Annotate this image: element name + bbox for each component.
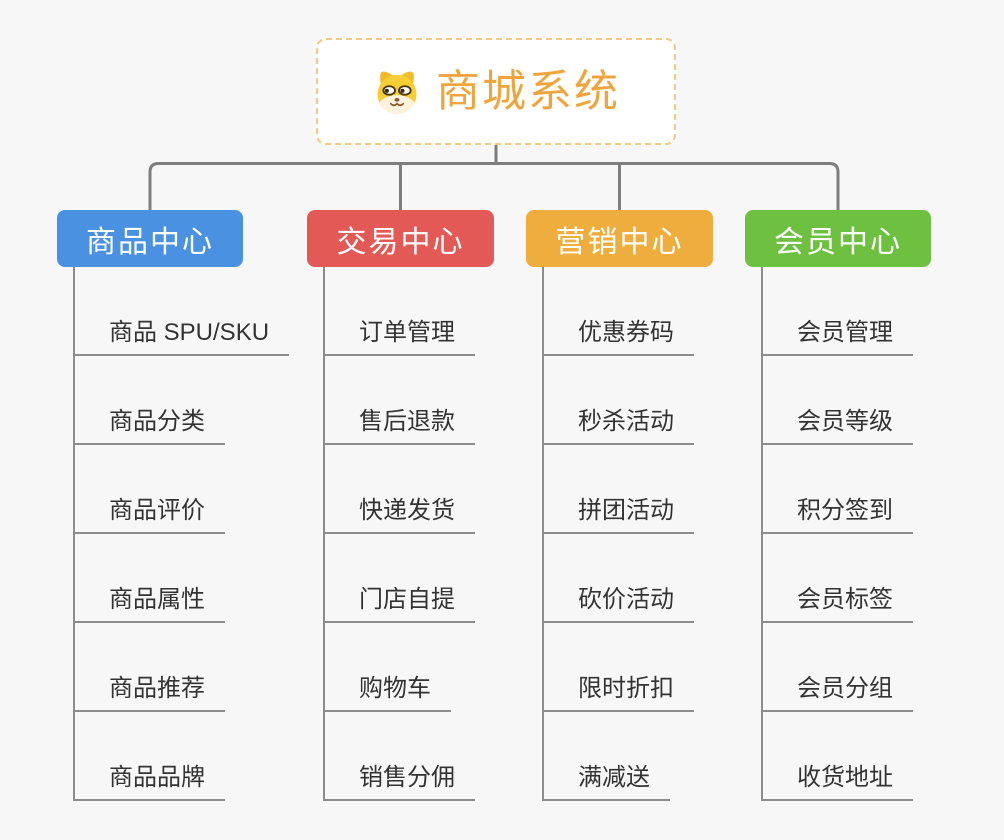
child-node[interactable]: 拼团活动 — [544, 445, 694, 534]
child-node[interactable]: 商品属性 — [75, 534, 225, 623]
child-node[interactable]: 销售分佣 — [325, 712, 475, 801]
child-node[interactable]: 会员管理 — [763, 267, 913, 356]
child-node[interactable]: 商品推荐 — [75, 623, 225, 712]
child-label: 销售分佣 — [359, 764, 455, 791]
child-label: 商品推荐 — [109, 675, 205, 702]
branch-label: 商品中心 — [86, 225, 214, 259]
branch-node[interactable]: 交易中心 — [307, 210, 494, 267]
child-node[interactable]: 秒杀活动 — [544, 356, 694, 445]
branch-label: 会员中心 — [774, 225, 902, 259]
child-node[interactable]: 商品品牌 — [75, 712, 225, 801]
branch-node[interactable]: 营销中心 — [526, 210, 713, 267]
child-label: 积分签到 — [797, 497, 893, 524]
child-label: 会员标签 — [797, 586, 893, 613]
child-node[interactable]: 售后退款 — [325, 356, 475, 445]
child-node[interactable]: 商品 SPU/SKU — [75, 267, 290, 356]
child-label: 商品分类 — [109, 408, 205, 435]
child-label: 快递发货 — [359, 497, 455, 524]
child-label: 商品品牌 — [109, 764, 205, 791]
child-node[interactable]: 会员分组 — [763, 623, 913, 712]
child-node[interactable]: 优惠券码 — [544, 267, 694, 356]
doge-icon — [372, 67, 422, 117]
child-node[interactable]: 收货地址 — [763, 712, 913, 801]
children-list: 优惠券码秒杀活动拼团活动砍价活动限时折扣满减送 — [542, 267, 694, 801]
child-label: 限时折扣 — [578, 675, 674, 702]
child-node[interactable]: 商品评价 — [75, 445, 225, 534]
branch-column: 营销中心优惠券码秒杀活动拼团活动砍价活动限时折扣满减送 — [526, 210, 713, 801]
child-label: 售后退款 — [359, 408, 455, 435]
child-node[interactable]: 商品分类 — [75, 356, 225, 445]
child-node[interactable]: 砍价活动 — [544, 534, 694, 623]
branch-node[interactable]: 商品中心 — [57, 210, 243, 267]
children-list: 订单管理售后退款快递发货门店自提购物车销售分佣 — [323, 267, 475, 801]
child-node[interactable]: 快递发货 — [325, 445, 475, 534]
child-node[interactable]: 购物车 — [325, 623, 451, 712]
branch-label: 交易中心 — [336, 225, 465, 259]
child-label: 会员分组 — [797, 675, 893, 702]
branch-column: 会员中心会员管理会员等级积分签到会员标签会员分组收货地址 — [745, 210, 931, 801]
child-label: 会员管理 — [797, 319, 893, 346]
child-label: 订单管理 — [359, 319, 455, 346]
child-label: 商品 SPU/SKU — [109, 319, 270, 346]
branch-node[interactable]: 会员中心 — [745, 210, 931, 267]
child-label: 门店自提 — [359, 586, 455, 613]
child-label: 拼团活动 — [578, 497, 674, 524]
children-list: 商品 SPU/SKU 商品分类商品评价商品属性商品推荐商品品牌 — [73, 267, 290, 801]
child-label: 满减送 — [578, 764, 650, 791]
child-label: 优惠券码 — [578, 319, 674, 346]
root-title: 商城系统 — [436, 66, 620, 116]
branch-column: 交易中心订单管理售后退款快递发货门店自提购物车销售分佣 — [307, 210, 494, 801]
child-label: 购物车 — [359, 675, 431, 702]
child-label: 砍价活动 — [578, 586, 674, 613]
child-label: 秒杀活动 — [578, 408, 674, 435]
branch-column: 商品中心商品 SPU/SKU 商品分类商品评价商品属性商品推荐商品品牌 — [57, 210, 290, 801]
child-node[interactable]: 会员等级 — [763, 356, 913, 445]
root-node[interactable]: 商城系统 — [316, 38, 676, 145]
child-label: 会员等级 — [797, 408, 893, 435]
child-node[interactable]: 门店自提 — [325, 534, 475, 623]
child-label: 收货地址 — [797, 764, 893, 791]
branch-label: 营销中心 — [555, 225, 684, 259]
child-node[interactable]: 会员标签 — [763, 534, 913, 623]
child-label: 商品评价 — [109, 497, 205, 524]
child-node[interactable]: 限时折扣 — [544, 623, 694, 712]
child-label: 商品属性 — [109, 586, 205, 613]
child-node[interactable]: 订单管理 — [325, 267, 475, 356]
children-list: 会员管理会员等级积分签到会员标签会员分组收货地址 — [761, 267, 913, 801]
child-node[interactable]: 满减送 — [544, 712, 670, 801]
child-node[interactable]: 积分签到 — [763, 445, 913, 534]
